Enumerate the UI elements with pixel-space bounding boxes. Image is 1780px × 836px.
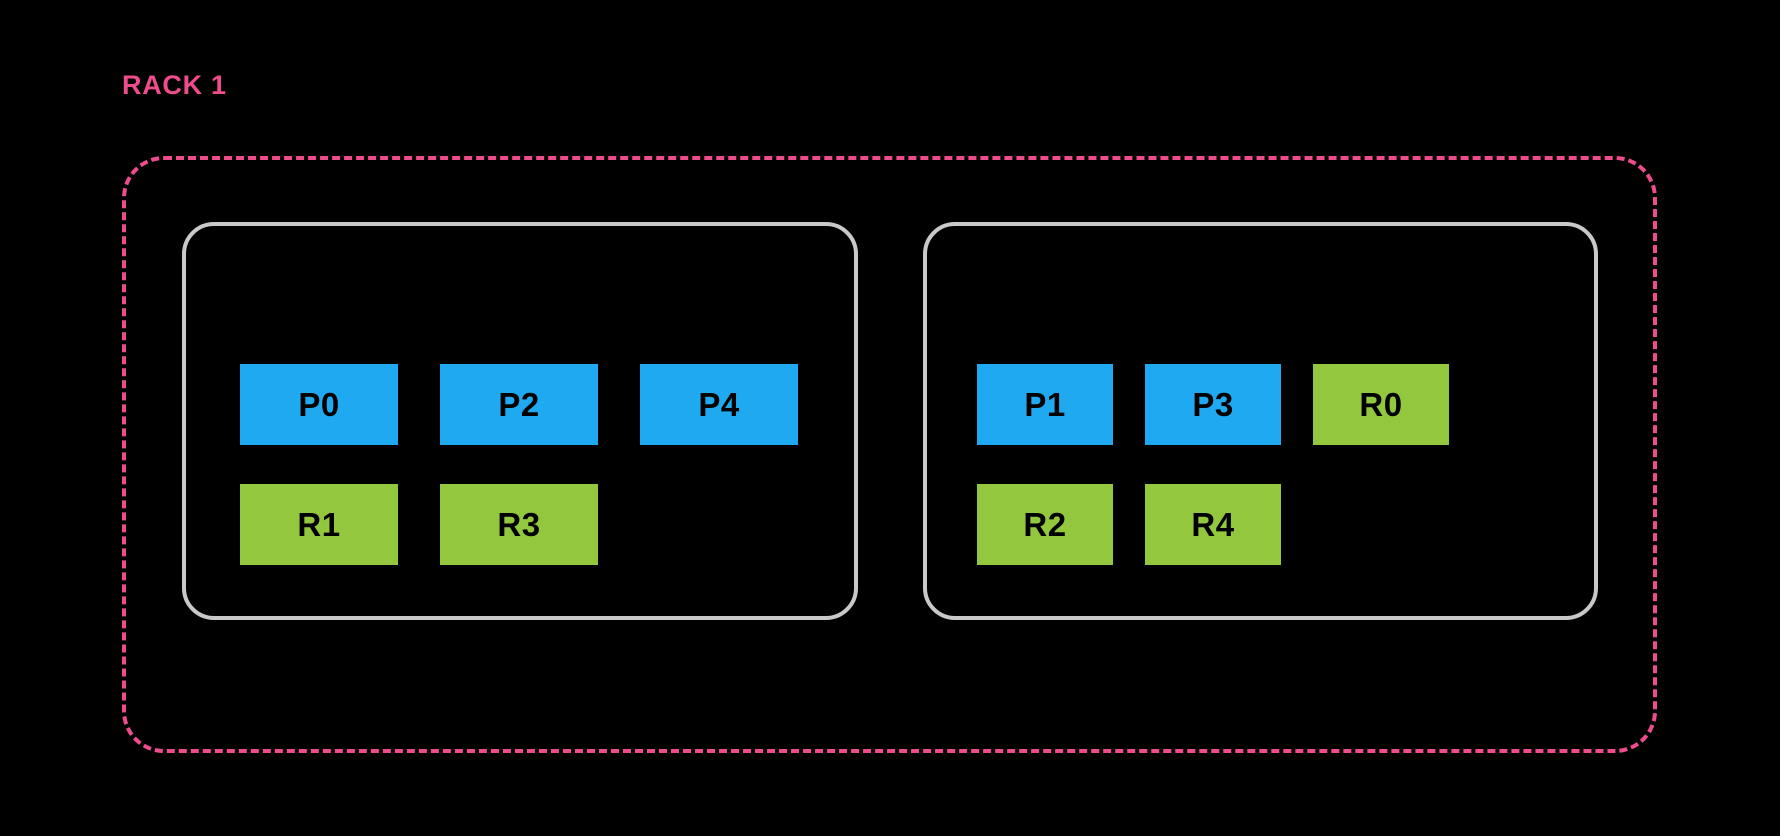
shard-r1: R1 xyxy=(240,484,398,565)
shard-r3: R3 xyxy=(440,484,598,565)
shard-r0: R0 xyxy=(1313,364,1449,445)
shard-p2: P2 xyxy=(440,364,598,445)
shard-r4: R4 xyxy=(1145,484,1281,565)
node-container-left xyxy=(182,222,858,620)
rack-label: RACK 1 xyxy=(122,70,227,100)
node-container-right xyxy=(923,222,1598,620)
shard-p1: P1 xyxy=(977,364,1113,445)
shard-r2: R2 xyxy=(977,484,1113,565)
shard-p0: P0 xyxy=(240,364,398,445)
rack-container xyxy=(122,156,1657,753)
shard-p4: P4 xyxy=(640,364,798,445)
shard-p3: P3 xyxy=(1145,364,1281,445)
